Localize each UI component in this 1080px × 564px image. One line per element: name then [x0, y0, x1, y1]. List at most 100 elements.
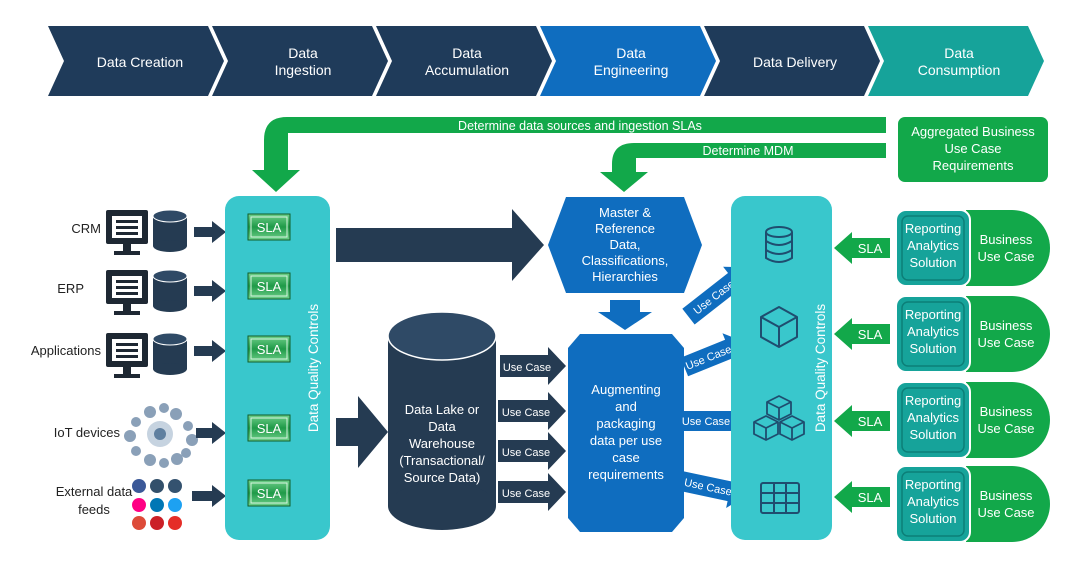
- mdm-line3: Data,: [609, 237, 640, 252]
- use-case-arrow: Use Case: [498, 392, 566, 430]
- arrow-right-icon: [194, 280, 226, 302]
- solution-line3: Solution: [910, 255, 957, 270]
- monitor-icon: [106, 333, 148, 378]
- dq-label-left: Data Quality Controls: [306, 304, 321, 433]
- use-case-label: Use Case: [682, 416, 730, 428]
- arrow-right-icon: [194, 221, 226, 243]
- solution-line1: Reporting: [905, 307, 961, 322]
- augment-line3: packaging: [596, 416, 655, 431]
- external-feeds-icons: [132, 479, 182, 530]
- stage-label-line1: Data: [616, 45, 646, 61]
- pipeline-stages: Data Creation Data Ingestion Data Accumu…: [48, 26, 1044, 96]
- solution-line2: Analytics: [907, 324, 960, 339]
- solution-line1: Reporting: [905, 393, 961, 408]
- source-label-applications: Applications: [31, 343, 102, 358]
- business-line1: Business: [980, 232, 1033, 247]
- solution-line3: Solution: [910, 427, 957, 442]
- business-line1: Business: [980, 404, 1033, 419]
- arrow-right-icon: [192, 485, 226, 507]
- use-case-label: Use Case: [502, 407, 550, 419]
- sla-badge: SLA: [247, 479, 291, 507]
- use-case-label: Use Case: [502, 447, 550, 459]
- source-arrows: [192, 221, 226, 507]
- use-case-arrow: Use Case: [498, 432, 566, 470]
- use-case-arrow: Use Case: [500, 347, 566, 385]
- sla-arrow: SLA: [834, 318, 890, 350]
- lake-line4: (Transactional/: [399, 453, 485, 468]
- cube-icon: [760, 306, 798, 348]
- database-icon: [765, 226, 793, 263]
- sla-arrow-label: SLA: [858, 490, 883, 505]
- source-label-external-line2: feeds: [78, 502, 110, 517]
- arrow-to-mdm: [336, 209, 544, 281]
- sla-badge-label: SLA: [257, 279, 282, 294]
- business-line1: Business: [980, 488, 1033, 503]
- solution-line2: Analytics: [907, 410, 960, 425]
- stage-label: Data Delivery: [753, 54, 837, 70]
- solution-line3: Solution: [910, 341, 957, 356]
- augment-box: Augmenting and packaging data per use ca…: [568, 334, 684, 532]
- dq-label-right: Data Quality Controls: [813, 304, 828, 433]
- sla-badge-label: SLA: [257, 486, 282, 501]
- consumer-group: Reporting Analytics Solution Business Us…: [895, 381, 1050, 459]
- feedback-label-sources: Determine data sources and ingestion SLA…: [458, 119, 702, 133]
- solution-line2: Analytics: [907, 238, 960, 253]
- augment-line4: data per use: [590, 433, 662, 448]
- business-line2: Use Case: [977, 421, 1034, 436]
- crm-icons: [106, 209, 188, 255]
- cubes-icon: [753, 395, 805, 441]
- flickr-icon: [132, 498, 146, 512]
- arrow-right-icon: [194, 340, 226, 362]
- google-plus-icon: [132, 516, 146, 530]
- sla-badge-label: SLA: [257, 342, 282, 357]
- database-icon: [152, 269, 188, 312]
- stage-label-line1: Data: [288, 45, 318, 61]
- use-case-label: Use Case: [502, 488, 550, 500]
- tumblr-icon: [168, 479, 182, 493]
- stage-label: Data Creation: [97, 54, 183, 70]
- stage-label-line2: Consumption: [918, 62, 1001, 78]
- use-case-label: Use Case: [503, 362, 551, 374]
- stage-label-line2: Accumulation: [425, 62, 509, 78]
- sla-badge-label: SLA: [257, 220, 282, 235]
- arrow-down-icon: [598, 300, 652, 330]
- consumer-group: Reporting Analytics Solution Business Us…: [895, 209, 1050, 287]
- arrow-right-icon: [196, 422, 226, 444]
- stage-data-engineering: Data Engineering: [540, 26, 716, 96]
- sla-arrow: SLA: [834, 405, 890, 437]
- facebook-icon: [132, 479, 146, 493]
- instagram-icon: [150, 479, 164, 493]
- stage-label-line1: Data: [944, 45, 974, 61]
- augment-line6: requirements: [588, 467, 664, 482]
- sla-badges: SLA SLA SLA SLA SLA: [247, 213, 291, 507]
- solution-line1: Reporting: [905, 477, 961, 492]
- monitor-icon: [106, 210, 148, 255]
- monitor-icon: [106, 270, 148, 315]
- database-icon: [152, 332, 188, 375]
- augment-line5: case: [612, 450, 639, 465]
- requirements-line2: Use Case: [944, 141, 1001, 156]
- augment-line2: and: [615, 399, 637, 414]
- stage-data-creation: Data Creation: [48, 26, 224, 96]
- sla-arrow-label: SLA: [858, 327, 883, 342]
- solution-line2: Analytics: [907, 494, 960, 509]
- consumer-sla-arrows: SLA SLA SLA SLA: [834, 232, 890, 513]
- stage-data-delivery: Data Delivery: [704, 26, 880, 96]
- arrow-to-lake: [336, 396, 388, 468]
- requirements-box: Aggregated Business Use Case Requirement…: [898, 117, 1048, 182]
- stage-data-consumption: Data Consumption: [868, 26, 1044, 96]
- data-sources: CRM ERP Applications IoT devices Externa…: [31, 221, 133, 517]
- feedback-label-mdm: Determine MDM: [703, 144, 794, 158]
- sla-badge-label: SLA: [257, 421, 282, 436]
- pinterest-icon: [150, 516, 164, 530]
- stage-data-accumulation: Data Accumulation: [376, 26, 552, 96]
- mdm-line4: Classifications,: [582, 253, 669, 268]
- mdm-line2: Reference: [595, 221, 655, 236]
- business-line2: Use Case: [977, 249, 1034, 264]
- lake-line1: Data Lake or: [405, 402, 480, 417]
- source-label-crm: CRM: [71, 221, 101, 236]
- requirements-line1: Aggregated Business: [911, 124, 1035, 139]
- lake-line2: Data: [428, 419, 456, 434]
- stage-label-line2: Ingestion: [275, 62, 332, 78]
